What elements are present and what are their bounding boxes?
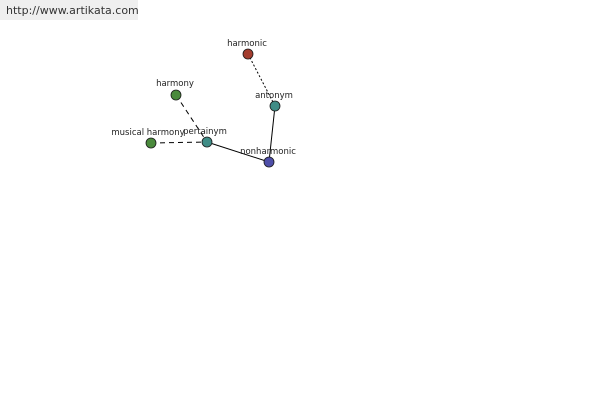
- site-url-link[interactable]: http://www.artikata.com: [6, 4, 139, 17]
- node-label-harmony[interactable]: harmony: [156, 79, 194, 89]
- url-banner: http://www.artikata.com: [0, 0, 139, 20]
- edge-pertainym-nonharmonic: [206, 141, 270, 163]
- node-antonym[interactable]: [269, 100, 281, 112]
- edge-harmony-pertainym: [175, 94, 208, 143]
- node-label-pertainym[interactable]: pertainym: [183, 127, 227, 137]
- node-harmony[interactable]: [170, 89, 182, 101]
- node-pertainym[interactable]: [201, 136, 213, 148]
- node-label-harmonic[interactable]: harmonic: [227, 39, 267, 49]
- edge-musical-harmony-pertainym: [150, 141, 208, 144]
- node-label-musical-harmony[interactable]: musical harmony: [111, 128, 184, 138]
- node-musical-harmony[interactable]: [145, 137, 157, 149]
- node-nonharmonic[interactable]: [263, 156, 275, 168]
- node-harmonic[interactable]: [242, 48, 254, 60]
- node-label-nonharmonic[interactable]: nonharmonic: [240, 147, 296, 157]
- edge-antonym-nonharmonic: [268, 105, 276, 163]
- edge-harmonic-antonym: [247, 53, 276, 107]
- node-label-antonym[interactable]: antonym: [255, 91, 293, 101]
